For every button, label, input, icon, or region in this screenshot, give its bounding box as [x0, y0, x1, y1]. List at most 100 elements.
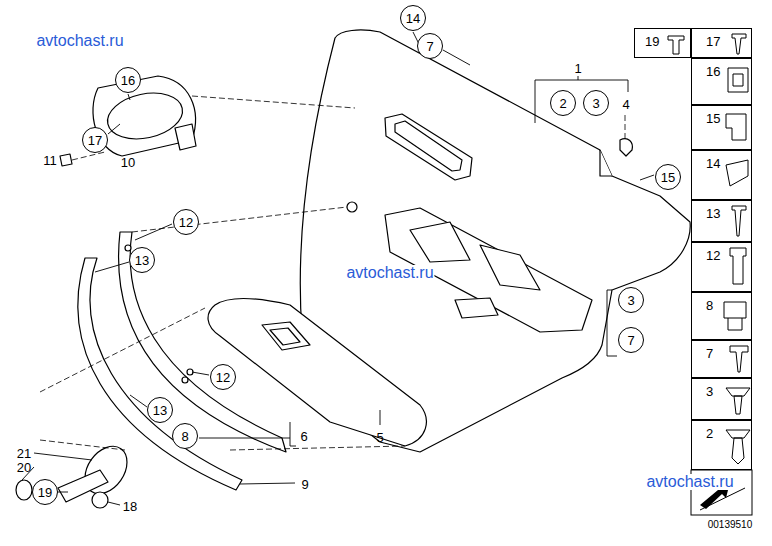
assembly-line [230, 446, 405, 450]
diagram-code: 00139510 [708, 520, 753, 530]
switch-recess [262, 322, 310, 350]
parts-table-cell: 13 [691, 200, 752, 242]
nut-clip-icon [728, 68, 748, 92]
lever-pin [92, 492, 108, 508]
callout-circle: 3 [583, 90, 609, 116]
clip-nut [60, 154, 72, 166]
handle-recess [385, 114, 472, 180]
watermark: avtochast.ru [645, 474, 734, 490]
assembly-line [40, 440, 125, 450]
callout-number: 2 [559, 97, 566, 110]
bracket [578, 76, 579, 80]
leader-line [240, 483, 295, 484]
callout-number: 13 [135, 254, 149, 267]
leader-line [128, 94, 130, 100]
screw-icon [732, 206, 746, 236]
callout-number: 5 [376, 431, 383, 444]
watermark: avtochast.ru [345, 265, 434, 281]
callout-number: 4 [622, 98, 629, 111]
callout-circle: 13 [147, 397, 173, 423]
expansion-clip-icon [730, 248, 746, 284]
callout-number: 6 [300, 430, 307, 443]
assembly-line [72, 152, 105, 160]
callout-number: 18 [123, 500, 137, 513]
callout-circle: 14 [400, 5, 426, 31]
callout-number: 3 [627, 294, 634, 307]
callout-number: 19 [645, 35, 659, 48]
leader-line [34, 453, 92, 460]
leader-line [108, 502, 120, 505]
callout-circle: 12 [173, 209, 199, 235]
callout-number: 15 [661, 171, 675, 184]
leader-line [108, 124, 120, 134]
clip-part [620, 139, 632, 156]
parts-table-cell: 8 [691, 292, 752, 340]
callout-number: 12 [216, 371, 230, 384]
callout-number: 19 [38, 486, 52, 499]
callout-circle: 13 [129, 247, 155, 273]
callout-number: 8 [706, 299, 713, 312]
callout-number: 20 [17, 461, 31, 474]
callout-circle: 12 [210, 364, 236, 390]
callout-number: 16 [706, 65, 720, 78]
leader-line [135, 224, 172, 240]
callout-number: 17 [88, 134, 102, 147]
parts-table-cell: 12 [691, 242, 752, 292]
callout-number: 10 [121, 156, 135, 169]
leader-line [95, 262, 129, 272]
callout-number: 15 [706, 112, 720, 125]
callout-number: 3 [592, 97, 599, 110]
parts-table-cell: 3 [691, 378, 752, 420]
callout-number: 1 [574, 62, 581, 75]
callout-circle: 15 [655, 164, 681, 190]
bracket [199, 422, 296, 446]
callout-number: 7 [706, 347, 713, 360]
speaker-cover [93, 76, 195, 156]
callout-circle: 19 [32, 479, 58, 505]
callout-number: 2 [706, 427, 713, 440]
parts-table-cell: 7 [691, 340, 752, 378]
callout-circle: 7 [618, 327, 644, 353]
handle-recess-inner [395, 121, 462, 171]
callout-number: 9 [301, 478, 308, 491]
callout-circle: 16 [115, 67, 141, 93]
leader-line [130, 395, 147, 407]
watermark: avtochast.ru [36, 33, 123, 49]
callout-circle: 3 [618, 287, 644, 313]
leader-line [192, 372, 209, 375]
clip-icon [726, 114, 746, 140]
bracket [607, 290, 617, 356]
leader-line [443, 50, 470, 65]
assembly-line [192, 96, 355, 108]
screw-icon [732, 34, 746, 54]
leader-line [380, 410, 381, 425]
assembly-line [40, 308, 205, 392]
rivet-icon [726, 430, 750, 464]
panel-hole [347, 202, 357, 212]
callout-circle: 17 [82, 127, 108, 153]
clip-icon [726, 160, 748, 186]
cap [16, 480, 32, 500]
strip-clip [125, 245, 131, 251]
leader-line [640, 175, 654, 180]
assembly-line [625, 115, 626, 138]
strip-clip [182, 377, 188, 383]
callout-circle: 7 [417, 33, 443, 59]
callout-number: 13 [706, 207, 720, 220]
callout-number: 7 [627, 334, 634, 347]
parts-table-cell: 14 [691, 150, 752, 200]
callout-number: 12 [706, 249, 720, 262]
leader-line [58, 492, 68, 493]
callout-number: 13 [153, 404, 167, 417]
parts-table-cell: 15 [691, 105, 752, 150]
speaker-grille [103, 87, 186, 146]
arrow-icon-base [700, 488, 745, 510]
callout-number: 17 [706, 35, 720, 48]
rivet-icon [726, 388, 750, 414]
bracket [535, 80, 628, 123]
callout-number: 14 [706, 157, 720, 170]
callout-number: 14 [406, 12, 420, 25]
callout-number: 12 [179, 216, 193, 229]
screw-icon [730, 346, 748, 372]
callout-number: 3 [706, 385, 713, 398]
